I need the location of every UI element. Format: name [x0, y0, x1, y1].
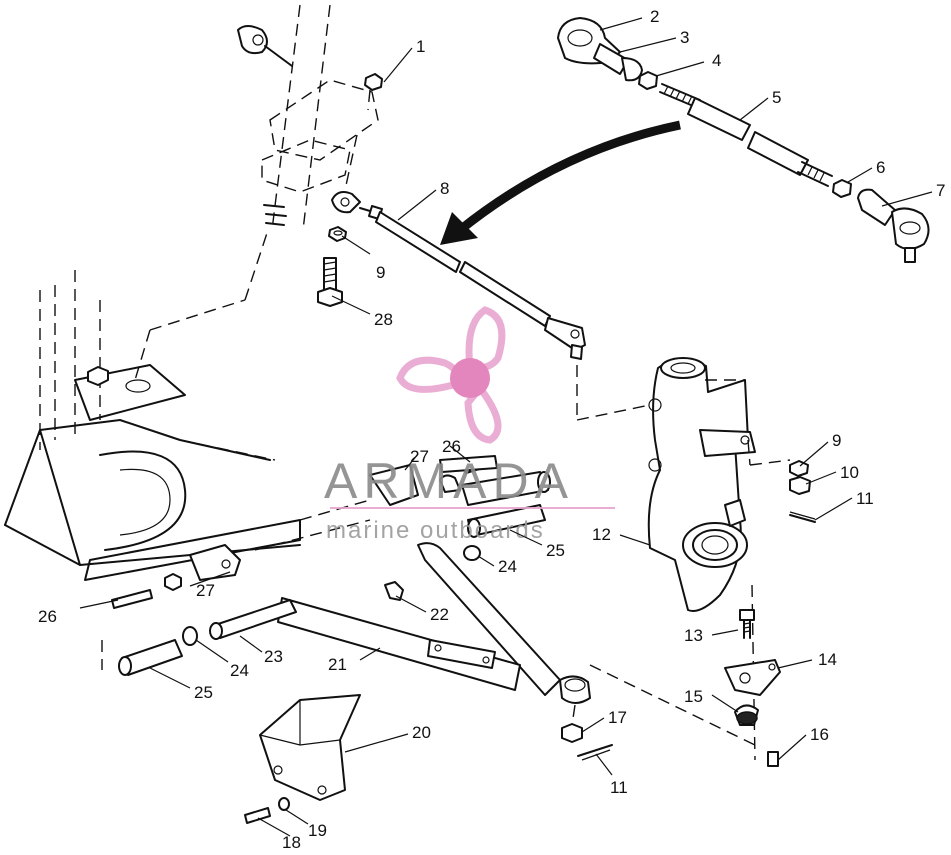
callout-16: 16 [810, 725, 829, 744]
leader-lines [79, 17, 933, 837]
tie-rod-exploded [557, 17, 930, 263]
callout-21: 21 [328, 655, 347, 674]
callout-9: 9 [376, 263, 385, 282]
callout-5: 5 [772, 88, 781, 107]
callout-3: 3 [680, 28, 689, 47]
logo-petal [465, 306, 506, 372]
callout-2: 2 [650, 7, 659, 26]
callout-22: 22 [430, 605, 449, 624]
callout-10: 10 [840, 463, 859, 482]
callout-25: 25 [546, 541, 565, 560]
callout-17: 17 [608, 708, 627, 727]
castle-nut-and-cotter [561, 723, 613, 761]
logo-petal [464, 382, 502, 444]
callout-27: 27 [410, 447, 429, 466]
callout-26-left: 26 [38, 607, 57, 626]
callout-11-bottom: 11 [610, 778, 628, 797]
skid-plate [244, 694, 361, 824]
logo-hub [450, 358, 490, 398]
callout-7: 7 [936, 181, 945, 200]
callout-13: 13 [684, 626, 703, 645]
callout-27-left: 27 [196, 581, 215, 600]
callout-9-right: 9 [832, 431, 841, 450]
callout-12: 12 [592, 525, 611, 544]
callout-18: 18 [282, 833, 301, 850]
tie-rod-assembly [317, 191, 651, 421]
watermark-tagline: marine outboards [326, 517, 545, 544]
steering-post [237, 4, 383, 231]
callout-14: 14 [818, 650, 837, 669]
callout-26: 26 [442, 437, 461, 456]
callout-8: 8 [440, 179, 449, 198]
chassis-frame [4, 229, 371, 581]
callout-labels: 1 2 3 4 5 6 7 8 9 28 9 10 11 12 27 26 25… [38, 7, 945, 852]
watermark-brand: ARMADA [324, 453, 574, 509]
callout-6: 6 [876, 158, 885, 177]
direction-arrow [440, 120, 681, 245]
callout-11: 11 [856, 489, 874, 508]
callout-20: 20 [412, 723, 431, 742]
a-arm-assembly [101, 455, 756, 746]
callout-28: 28 [374, 310, 393, 329]
callout-25-left: 25 [194, 683, 213, 702]
callout-19: 19 [308, 821, 327, 840]
watermark: ARMADA marine outboards [324, 306, 615, 544]
ball-joint-assembly [724, 609, 781, 767]
callout-24-left: 24 [230, 661, 249, 680]
callout-1: 1 [416, 37, 425, 56]
steering-knuckle [647, 357, 816, 761]
callout-24: 24 [498, 557, 517, 576]
callout-4: 4 [712, 51, 721, 70]
callout-15: 15 [684, 687, 703, 706]
callout-23: 23 [264, 647, 283, 666]
propeller-logo-icon [396, 306, 506, 444]
